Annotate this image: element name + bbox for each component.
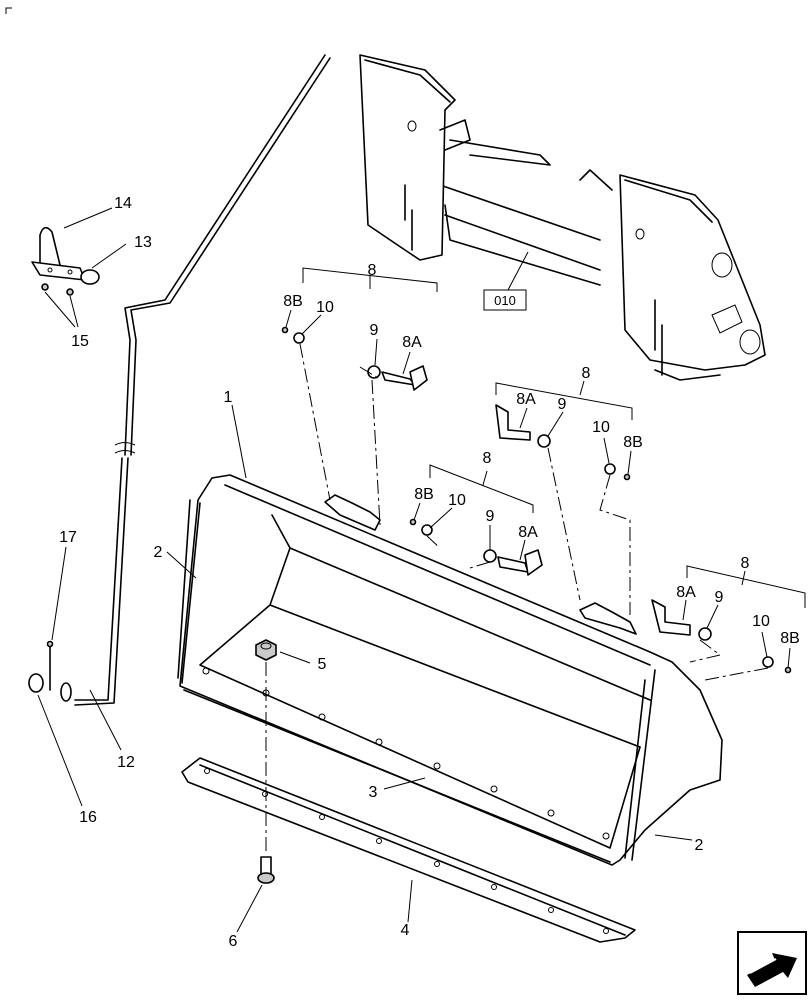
callout-4: 4 [401,922,410,939]
callout-8B-a: 8B [283,293,303,310]
bolt-part [257,856,275,884]
pin-set-d [651,599,792,674]
pin-set-d-axis [689,639,769,681]
clip-hardware [31,226,100,296]
callout-15: 15 [71,333,89,350]
nut-part [255,639,277,661]
reference-box [483,289,527,311]
callout-9-d: 9 [715,589,724,606]
page-navigation-arrow-icon[interactable] [737,931,807,995]
callout-9-c: 9 [486,508,495,525]
level-indicator-rod [28,54,331,706]
leader-lines [37,207,806,933]
callout-12: 12 [117,754,135,771]
callout-1: 1 [224,389,233,406]
callout-13: 13 [134,234,152,251]
callout-8A-d: 8A [676,584,696,601]
callout-17: 17 [59,529,77,546]
callout-16: 16 [79,809,97,826]
callout-9-a: 9 [370,322,379,339]
callout-3: 3 [369,784,378,801]
callout-6: 6 [229,933,238,950]
pin-set-b-axis [547,447,631,615]
callout-8-b: 8 [582,365,591,382]
callout-8-d: 8 [741,555,750,572]
pin-set-c-axis [426,535,491,569]
callout-14: 14 [114,195,132,212]
callout-10-c: 10 [448,492,466,509]
callout-5: 5 [318,656,327,673]
callout-8B-d: 8B [780,630,800,647]
reference-box-label: 010 [494,293,516,308]
quick-attach-frame [359,54,766,381]
callout-8A-b: 8A [516,391,536,408]
pin-set-a [281,326,428,391]
callout-8A-c: 8A [518,524,538,541]
corner-mark [5,7,12,14]
pin-set-a-axis [299,343,381,526]
pin-set-b [495,404,631,481]
callout-labels: 1 2 2 3 4 5 6 8 8 8 8 8A 8A 8A 8A 8B 8B … [59,195,800,950]
bucket [177,474,723,866]
leader-010 [507,251,529,291]
callout-8B-b: 8B [623,434,643,451]
callout-8B-c: 8B [414,486,434,503]
callout-10-a: 10 [316,299,334,316]
callout-8-c: 8 [483,450,492,467]
callout-10-d: 10 [752,613,770,630]
callout-2-left: 2 [154,544,163,561]
cutting-edge [181,757,636,943]
callout-8A-a: 8A [402,334,422,351]
callout-9-b: 9 [558,396,567,413]
pin-set-c [409,518,543,576]
callout-10-b: 10 [592,419,610,436]
callout-2-right: 2 [695,837,704,854]
callout-8-a: 8 [368,262,377,279]
